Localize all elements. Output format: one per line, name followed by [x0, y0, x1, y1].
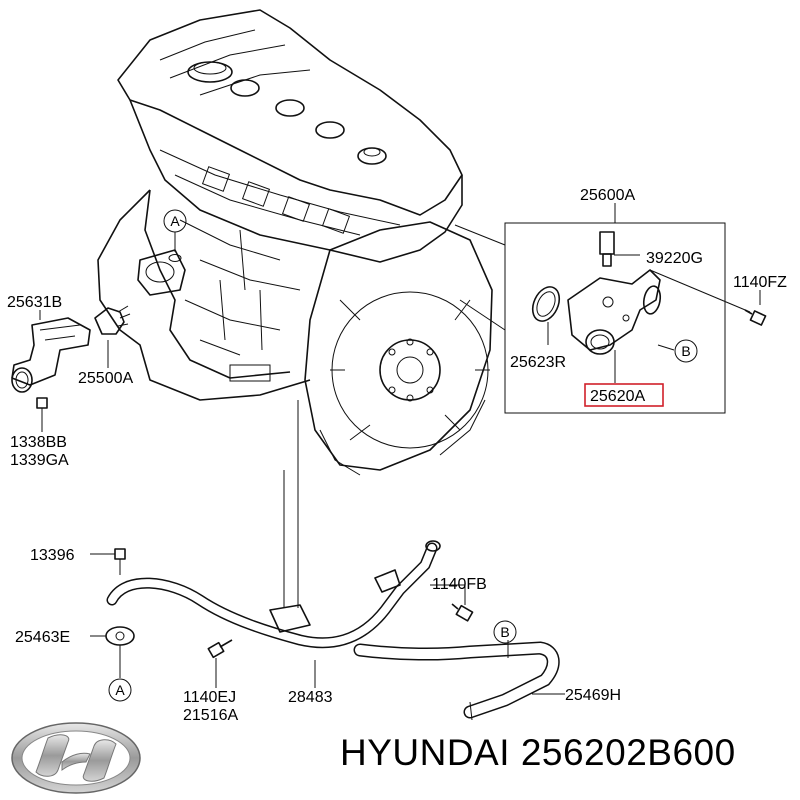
part-25463e-gasket [90, 626, 135, 646]
label-25623r: 25623R [510, 354, 566, 371]
inset-water-outlet-box: B [454, 203, 726, 414]
part-1140ej-bolt [207, 639, 233, 688]
label-25620a: 25620A [590, 388, 645, 405]
part-25631b-water-inlet-fitting [11, 317, 91, 393]
label-1338bb: 1338BB [10, 434, 67, 451]
part-25620a-water-outlet-fitting [567, 269, 662, 383]
label-1140fb: 1140FB [432, 576, 487, 593]
part-1338bb-nut [36, 397, 48, 432]
label-25463e: 25463E [15, 629, 70, 646]
hyundai-logo-icon [11, 722, 141, 794]
part-25500a-thermostat [94, 305, 131, 335]
highlight-box-25620a [584, 383, 664, 407]
part-28483-water-pipe [106, 540, 441, 649]
part-1140fz-bolt [649, 269, 767, 326]
brand-part-caption: HYUNDAI 256202B600 [340, 732, 736, 774]
part-1140fb-bolt [430, 584, 474, 622]
label-25500a: 25500A [78, 370, 133, 387]
callout-b-lower-label: B [500, 624, 509, 640]
label-25469h: 25469H [565, 687, 621, 704]
callout-a-lower: A [108, 645, 132, 702]
label-28483: 28483 [288, 689, 333, 706]
part-13396-nut [90, 548, 126, 575]
label-13396: 13396 [30, 547, 75, 564]
label-39220g: 39220G [646, 250, 703, 267]
part-number: 256202B600 [520, 732, 736, 773]
label-1140fz: 1140FZ [733, 274, 787, 291]
label-1339ga: 1339GA [10, 452, 69, 469]
engine-block-illustration [97, 9, 493, 476]
label-21516a: 21516A [183, 707, 238, 724]
callout-b-lower: B [493, 620, 517, 644]
part-25623r-oring [531, 286, 561, 345]
part-39220g-temp-sensor [599, 231, 640, 267]
callout-b-inset-label: B [681, 343, 690, 359]
brand-name: HYUNDAI [340, 732, 511, 773]
label-1140ej: 1140EJ [183, 689, 236, 706]
label-25631b: 25631B [7, 294, 62, 311]
part-25469h-hose [353, 640, 560, 721]
callout-a-label: A [170, 213, 180, 229]
callout-a-lower-label: A [115, 682, 125, 698]
callout-a-engine: A [163, 209, 187, 262]
label-25600a: 25600A [580, 187, 635, 204]
